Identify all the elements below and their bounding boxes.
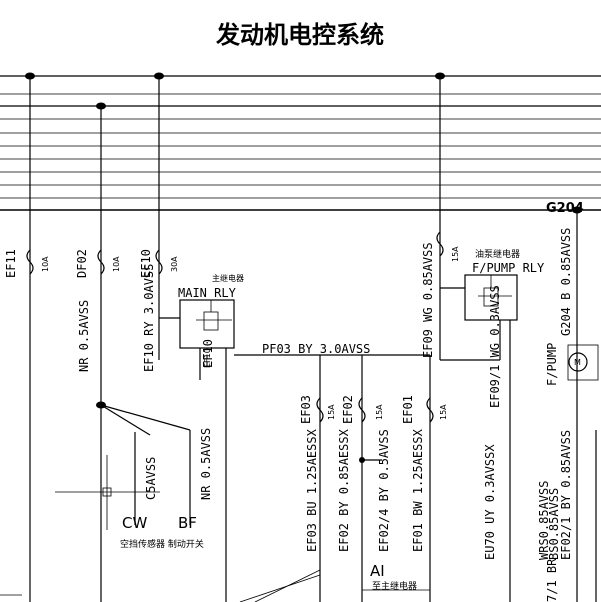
label-cw-bf-cn: 空挡传感器 制动开关 <box>120 538 204 550</box>
wire-label-ef10-ry: EF10 RY 3.0AVSS <box>142 264 156 372</box>
wire-label-wrs: WRS0.85AVSS <box>537 481 551 560</box>
wire-label-f-pump: F/PUMP <box>545 343 559 386</box>
power-bus-lines <box>0 75 601 211</box>
wire-label-ef02-by: EF02 BY 0.85AESSX <box>337 428 351 552</box>
main-relay <box>159 299 235 602</box>
wire-label-nr-low: NR 0.5AVSS <box>199 428 213 500</box>
fuel-pump-relay <box>440 274 518 602</box>
wire-label-pf03: PF03 BY 3.0AVSS <box>262 342 370 356</box>
fuse-ef10-label: EF10 <box>139 249 153 278</box>
neutral-sensor-symbol <box>55 455 160 530</box>
label-bf: BF <box>178 514 197 532</box>
connector-label-g204: G204 <box>546 201 584 216</box>
main-relay-cn-label: 主继电器 <box>212 273 244 283</box>
fuse-ef01-label: EF01 <box>401 395 415 424</box>
wire-label-g204-b: G204 B 0.85AVSS <box>559 228 573 336</box>
wire-label-eu70: EU70 UY 0.3AVSSX <box>483 444 497 560</box>
fuel-pump-relay-label: F/PUMP RLY <box>472 261 545 275</box>
ai-cn-label: 至主继电器 <box>372 580 417 592</box>
pf03-drops <box>316 355 434 602</box>
fuse-df02-amp: 10A <box>112 256 121 272</box>
fuse-df02-label: DF02 <box>75 249 89 278</box>
fuse-ef03-amp: 15A <box>327 404 336 420</box>
fuse-ef01-amp: 15A <box>439 404 448 420</box>
wire-label-ef02-1: EF02/1 BY 0.85AVSS <box>559 430 573 560</box>
fuse-ef11-label: EF11 <box>4 249 18 278</box>
fuse-ef10-amp: 30A <box>170 256 179 272</box>
fuse-symbols-top <box>26 231 444 275</box>
relay-tap-ef10: EF10 <box>203 348 212 368</box>
wire-label-ef09-1: EF09/1 WG 0.3AVSS <box>488 285 502 408</box>
label-cw: CW <box>122 514 147 532</box>
df02-split <box>96 401 191 525</box>
wire-label-nr-top: NR 0.5AVSS <box>77 300 91 372</box>
diagram-title: 发动机电控系统 <box>215 21 384 49</box>
main-relay-label: MAIN RLY <box>178 286 237 300</box>
wire-label-ef01-bw: EF01 BW 1.25AESSX <box>411 428 425 552</box>
wire-label-bs: BS0.85AVSS <box>547 488 561 560</box>
wire-label-ef02-4: EF02/4 BY 0.5AVSS <box>377 429 391 552</box>
lower-diagonal-wires <box>0 569 430 602</box>
ai-label: AI <box>370 562 385 580</box>
wire-label-c5: C5AVSS <box>144 457 158 500</box>
wire-label-ef09-wg: EF09 WG 0.85AVSS <box>421 242 435 358</box>
fuel-pump-relay-cn-label: 油泵继电器 <box>475 248 520 260</box>
fuse-ef03-label: EF03 <box>299 395 313 424</box>
fuse-ef09-amp: 15A <box>451 246 460 262</box>
fuse-ef11-amp: 10A <box>41 256 50 272</box>
wire-label-ef10-under: EF10 <box>201 339 215 368</box>
fuse-ef02-amp: 15A <box>375 404 384 420</box>
vertical-wires <box>29 76 578 602</box>
motor-symbol-m: M <box>574 358 581 367</box>
wire-label-ef03-bu: EF03 BU 1.25AESSX <box>305 428 319 552</box>
fuel-pump-motor <box>567 344 599 381</box>
fuse-ef02-label: EF02 <box>341 395 355 424</box>
wire-label-7-1-br: 7/1 BR <box>545 558 559 602</box>
ef02-4-branch <box>359 457 382 463</box>
